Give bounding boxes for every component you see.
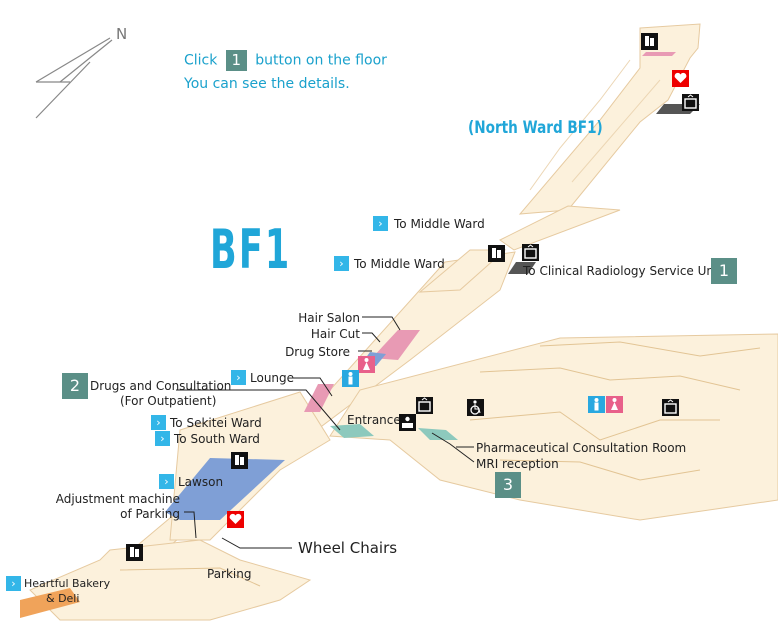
area3-number-button[interactable]: 3 — [495, 472, 521, 498]
hint-prefix: Click — [184, 52, 218, 69]
parking-label: Parking — [207, 567, 252, 581]
pharm-consult-label: Pharmaceutical Consultation Room — [476, 441, 687, 455]
north-label: N — [116, 25, 128, 43]
lawson-arrow-button[interactable]: › — [159, 474, 174, 489]
leader-lines — [176, 316, 475, 549]
middle-ward-link-2[interactable]: To Middle Ward — [354, 257, 445, 271]
south-ward-arrow-button[interactable]: › — [155, 431, 170, 446]
drugs-number-button[interactable]: 2 — [62, 373, 88, 399]
drugs-label[interactable]: Drugs and Consultation — [90, 379, 232, 393]
drugs-sublabel: (For Outpatient) — [120, 394, 217, 408]
entrance-label: Entrance — [347, 413, 401, 427]
lawson-area — [165, 458, 285, 520]
elevator-icon — [522, 244, 539, 261]
radiology-number-button[interactable]: 1 — [711, 258, 737, 284]
pink-area — [304, 384, 334, 412]
phone-icon — [641, 33, 658, 50]
phone-icon — [126, 544, 143, 561]
drug-store-label: Drug Store — [285, 345, 350, 359]
lounge-link[interactable]: Lounge — [250, 371, 295, 385]
sekitei-arrow-button[interactable]: › — [151, 415, 166, 430]
adjust-machine-label: Adjustment machine — [55, 492, 180, 506]
restroom-icon — [606, 396, 623, 413]
phone-icon — [488, 245, 505, 262]
heartful-arrow-button[interactable]: › — [6, 576, 21, 591]
aed-icon — [672, 70, 689, 87]
middle-ward-arrow-button-2[interactable]: › — [334, 256, 349, 271]
lawson-link[interactable]: Lawson — [178, 475, 224, 489]
wheel-chairs-label: Wheel Chairs — [298, 539, 398, 557]
hair-salon-label: Hair Salon — [298, 311, 360, 325]
phone-icon — [231, 452, 248, 469]
entrance-area — [330, 424, 374, 438]
heartful-bakery-area — [20, 588, 80, 618]
compass-arrow — [35, 37, 113, 119]
heartful-link[interactable]: Heartful Bakery — [24, 577, 111, 590]
hint-suffix: button on the floor — [255, 52, 387, 69]
hint-number-button: 1 — [225, 50, 247, 71]
middle-ward-link-1[interactable]: To Middle Ward — [394, 217, 485, 231]
hint-line-1: Click 1 button on the floor — [184, 50, 387, 71]
elevator-icon — [416, 397, 433, 414]
radiology-link[interactable]: To Clinical Radiology Service Unit — [523, 264, 723, 278]
north-corridor — [499, 23, 701, 251]
north-ward-title: (North Ward BF1) — [468, 118, 603, 138]
floor-title: BF1 — [210, 218, 292, 281]
mri-label: MRI reception — [476, 457, 559, 471]
elevator-icon — [682, 94, 699, 111]
hair-salon-area — [372, 330, 420, 360]
restroom-icon — [342, 370, 359, 387]
sekitei-ward-link[interactable]: To Sekitei Ward — [170, 416, 262, 430]
hair-cut-label: Hair Cut — [310, 327, 360, 341]
middle-ward-arrow-button-1[interactable]: › — [373, 216, 388, 231]
radiology-area — [508, 262, 536, 274]
lounge-arrow-button[interactable]: › — [231, 370, 246, 385]
heartful-sublabel: & Deli — [46, 592, 80, 605]
restroom-icon — [358, 356, 375, 373]
reception-icon — [399, 414, 416, 431]
adjust-machine-sublabel: of Parking — [120, 507, 180, 521]
wheelchair-icon — [467, 399, 484, 416]
aed-icon — [227, 511, 244, 528]
south-ward-link[interactable]: To South Ward — [174, 432, 260, 446]
escalator-icon — [662, 399, 679, 416]
main-floor-area — [329, 333, 778, 521]
hint-line-2: You can see the details. — [184, 76, 350, 92]
mri-area — [418, 428, 458, 440]
north-pink-area — [642, 52, 676, 56]
restroom-icon — [588, 396, 605, 413]
